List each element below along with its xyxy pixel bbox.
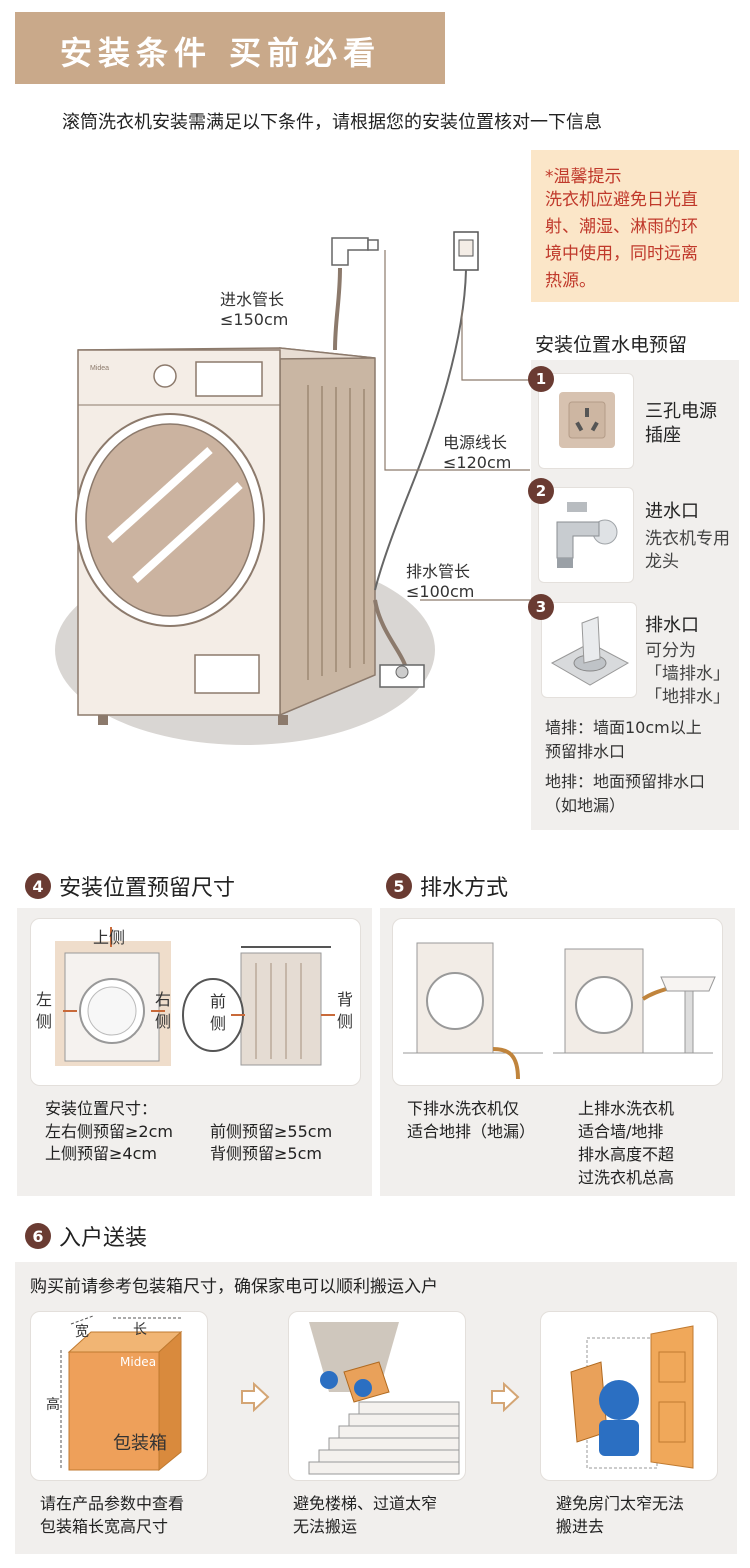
- stairs-illustration: [308, 1322, 460, 1475]
- top-drain-text: 排水高度不超: [578, 1145, 675, 1164]
- arrow-right-icon: [241, 1381, 270, 1413]
- section6-badge: 6: [25, 1223, 51, 1249]
- section4-heading: 4 安装位置预留尺寸: [25, 870, 235, 902]
- caption-stairs: 无法搬运: [293, 1517, 358, 1536]
- power-cord-length: ≤120cm: [443, 453, 512, 472]
- drain-hose-label: 排水管长: [406, 562, 471, 581]
- box-height-label: 高: [46, 1397, 60, 1413]
- washer-illustration: Midea: [55, 231, 530, 745]
- stairs-card: [288, 1311, 466, 1481]
- inlet-label: 进水口: [645, 501, 699, 522]
- tip-box: *温馨提示 洗衣机应避免日光直 射、潮湿、淋雨的环 境中使用，同时远离 热源。: [531, 150, 739, 302]
- drain-sub: 可分为: [645, 641, 696, 661]
- clearance-spec: 背侧预留≥5cm: [210, 1144, 322, 1163]
- arrow-right-icon: [491, 1381, 520, 1413]
- box-size-card: [30, 1311, 208, 1481]
- front-side-label: 侧: [210, 1014, 227, 1033]
- faucet-icon: [556, 502, 618, 568]
- floor-drain-note: 地排：地面预留排水口: [545, 772, 706, 791]
- socket-label: 插座: [645, 425, 681, 446]
- section6-heading: 6 入户送装: [25, 1220, 147, 1252]
- badge-1: 1: [528, 366, 554, 392]
- front-side-label: 前: [210, 992, 227, 1011]
- wall-drain-note: 墙排：墙面10cm以上: [545, 718, 702, 737]
- drain-icon: [550, 616, 630, 686]
- right-side-label: 右: [155, 990, 172, 1009]
- faucet-image: [538, 487, 634, 583]
- section6-title: 入户送装: [59, 1226, 148, 1251]
- top-drain-text: 适合墙/地排: [578, 1122, 664, 1141]
- tip-line: 境中使用，同时远离: [545, 244, 698, 264]
- bottom-drain-text: 下排水洗衣机仅: [407, 1099, 520, 1118]
- caption-stairs: 避免楼梯、过道太窄: [293, 1494, 438, 1513]
- badge-3: 3: [528, 594, 554, 620]
- tip-line: 射、潮湿、淋雨的环: [545, 217, 698, 237]
- bottom-drain-text: 适合地排（地漏）: [407, 1122, 536, 1141]
- clearance-spec: 左右侧预留≥2cm: [45, 1122, 173, 1141]
- socket-icon: [559, 392, 615, 448]
- box-width-label: 宽: [75, 1324, 89, 1340]
- socket-label: 三孔电源: [645, 401, 717, 422]
- box-label: 包装箱: [113, 1433, 167, 1454]
- section5-badge: 5: [386, 873, 412, 899]
- drain-sub: 「地排水」: [645, 687, 730, 707]
- top-side-label: 上侧: [93, 928, 126, 947]
- drain-label: 排水口: [645, 615, 699, 636]
- left-side-label: 左: [36, 990, 53, 1009]
- badge-2: 2: [528, 478, 554, 504]
- tip-title: *温馨提示: [545, 167, 622, 187]
- door-card: [540, 1311, 718, 1481]
- tip-line: 洗衣机应避免日光直: [545, 190, 698, 210]
- box-length-label: 长: [133, 1322, 147, 1338]
- top-drain-text: 过洗衣机总高: [578, 1168, 675, 1187]
- back-side-label: 侧: [337, 1012, 354, 1031]
- section5-title: 排水方式: [420, 876, 509, 901]
- top-drain-text: 上排水洗衣机: [578, 1099, 675, 1118]
- inlet-hose-length: ≤150cm: [220, 310, 289, 329]
- floor-drain-note: （如地漏）: [545, 796, 626, 815]
- drain-type-diagram: [403, 942, 716, 1080]
- power-cord-label: 电源线长: [443, 433, 508, 452]
- wall-drain-note: 预留排水口: [545, 742, 626, 761]
- caption-box: 请在产品参数中查看: [40, 1494, 185, 1513]
- section6-intro: 购买前请参考包装箱尺寸，确保家电可以顺利搬运入户: [30, 1277, 438, 1297]
- drain-hose-length: ≤100cm: [406, 582, 475, 601]
- socket-image: [538, 373, 634, 469]
- clearance-spec: 上侧预留≥4cm: [45, 1144, 157, 1163]
- tip-line: 热源。: [545, 271, 596, 291]
- section5-heading: 5 排水方式: [386, 870, 508, 902]
- page-title: 安装条件 买前必看: [60, 34, 382, 72]
- caption-box: 包装箱长宽高尺寸: [40, 1517, 169, 1536]
- reserve-title: 安装位置水电预留: [535, 334, 688, 356]
- inlet-sub: 龙头: [645, 552, 679, 572]
- brand-logo: Midea: [90, 365, 109, 372]
- section4-title: 安装位置预留尺寸: [59, 876, 236, 901]
- title-banner: [15, 12, 445, 84]
- section4-badge: 4: [25, 873, 51, 899]
- section5-diagram: [392, 918, 723, 1086]
- clearance-spec: 前侧预留≥55cm: [210, 1122, 333, 1141]
- left-side-label: 侧: [36, 1012, 53, 1031]
- package-box-illustration: [60, 1315, 183, 1472]
- inlet-hose-label: 进水管长: [220, 290, 285, 309]
- drain-image: [541, 602, 637, 698]
- inlet-sub: 洗衣机专用: [645, 529, 730, 549]
- clearance-diagram: [55, 927, 335, 1066]
- back-side-label: 背: [337, 990, 354, 1009]
- drain-sub: 「墙排水」: [645, 664, 730, 684]
- clearance-heading: 安装位置尺寸：: [45, 1099, 158, 1118]
- box-brand: Midea: [120, 1355, 157, 1369]
- section4-diagram: [30, 918, 361, 1086]
- intro-text: 滚筒洗衣机安装需满足以下条件，请根据您的安装位置核对一下信息: [62, 112, 602, 133]
- caption-door: 避免房门太窄无法: [556, 1494, 685, 1513]
- door-illustration: [570, 1325, 694, 1469]
- caption-door: 搬进去: [556, 1517, 605, 1536]
- right-side-label: 侧: [155, 1012, 172, 1031]
